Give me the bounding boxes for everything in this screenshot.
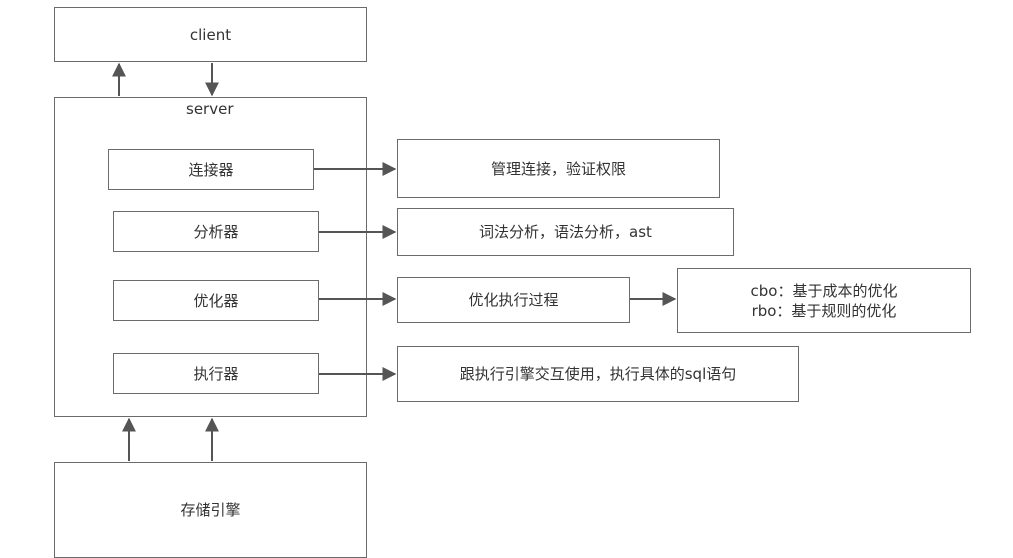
server-label: server	[186, 100, 234, 118]
analyzer-desc: 词法分析，语法分析，ast	[479, 223, 652, 241]
optimizer-desc-box: 优化执行过程	[397, 277, 630, 323]
optimizer-desc: 优化执行过程	[468, 291, 559, 309]
storage-engine-box: 存储引擎	[54, 462, 367, 558]
rbo-text: rbo：基于规则的优化	[751, 301, 897, 320]
client-label: client	[189, 25, 232, 44]
analyzer-desc-box: 词法分析，语法分析，ast	[397, 208, 734, 256]
cbo-text: cbo：基于成本的优化	[750, 281, 898, 300]
optimizer-box: 优化器	[113, 280, 319, 321]
executor-box: 执行器	[113, 353, 319, 394]
connector-label: 连接器	[188, 160, 234, 179]
executor-desc: 跟执行引擎交互使用，执行具体的sql语句	[459, 365, 737, 383]
analyzer-label: 分析器	[193, 222, 239, 241]
analyzer-box: 分析器	[113, 211, 319, 252]
connector-desc: 管理连接，验证权限	[490, 159, 626, 178]
optimizer-detail-box: cbo：基于成本的优化 rbo：基于规则的优化	[677, 268, 971, 333]
executor-desc-box: 跟执行引擎交互使用，执行具体的sql语句	[397, 346, 799, 402]
client-box: client	[54, 7, 367, 62]
executor-label: 执行器	[193, 364, 239, 383]
connector-box: 连接器	[108, 149, 314, 190]
optimizer-label: 优化器	[193, 291, 239, 310]
storage-engine-label: 存储引擎	[180, 501, 241, 519]
connector-desc-box: 管理连接，验证权限	[397, 139, 720, 198]
